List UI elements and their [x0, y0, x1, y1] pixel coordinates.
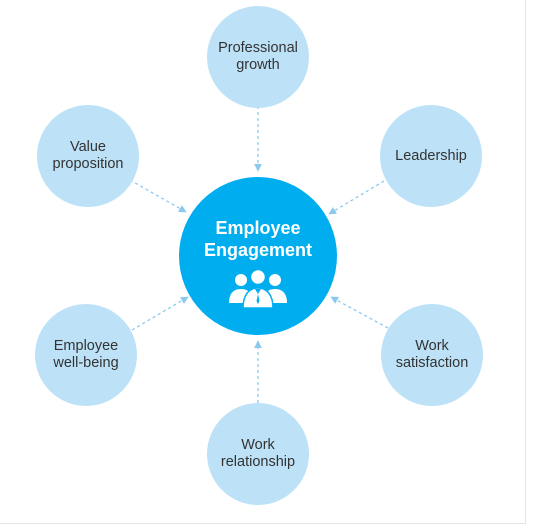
node-label: Employee well-being [53, 338, 119, 371]
node-label: Work satisfaction [395, 338, 469, 371]
connector-leadership [328, 180, 385, 215]
node-label: Professional growth [218, 40, 298, 73]
people-group-icon [229, 268, 287, 309]
node-label: Value proposition [52, 139, 124, 172]
node-work-satisfaction: Work satisfaction [381, 304, 483, 406]
hub-employee-engagement: Employee Engagement [179, 177, 337, 335]
node-employee-well-being: Employee well-being [35, 304, 137, 406]
node-work-relationship: Work relationship [207, 403, 309, 505]
node-leadership: Leadership [380, 105, 482, 207]
diagram-frame [0, 0, 526, 524]
hub-title: Employee Engagement [203, 218, 313, 260]
connector-employee-well-being [131, 296, 189, 331]
connector-work-satisfaction [330, 296, 389, 329]
node-value-proposition: Value proposition [37, 105, 139, 207]
node-professional-growth: Professional growth [207, 6, 309, 108]
connector-value-proposition [129, 179, 187, 213]
node-label: Leadership [395, 147, 467, 164]
node-label: Work relationship [220, 437, 296, 470]
